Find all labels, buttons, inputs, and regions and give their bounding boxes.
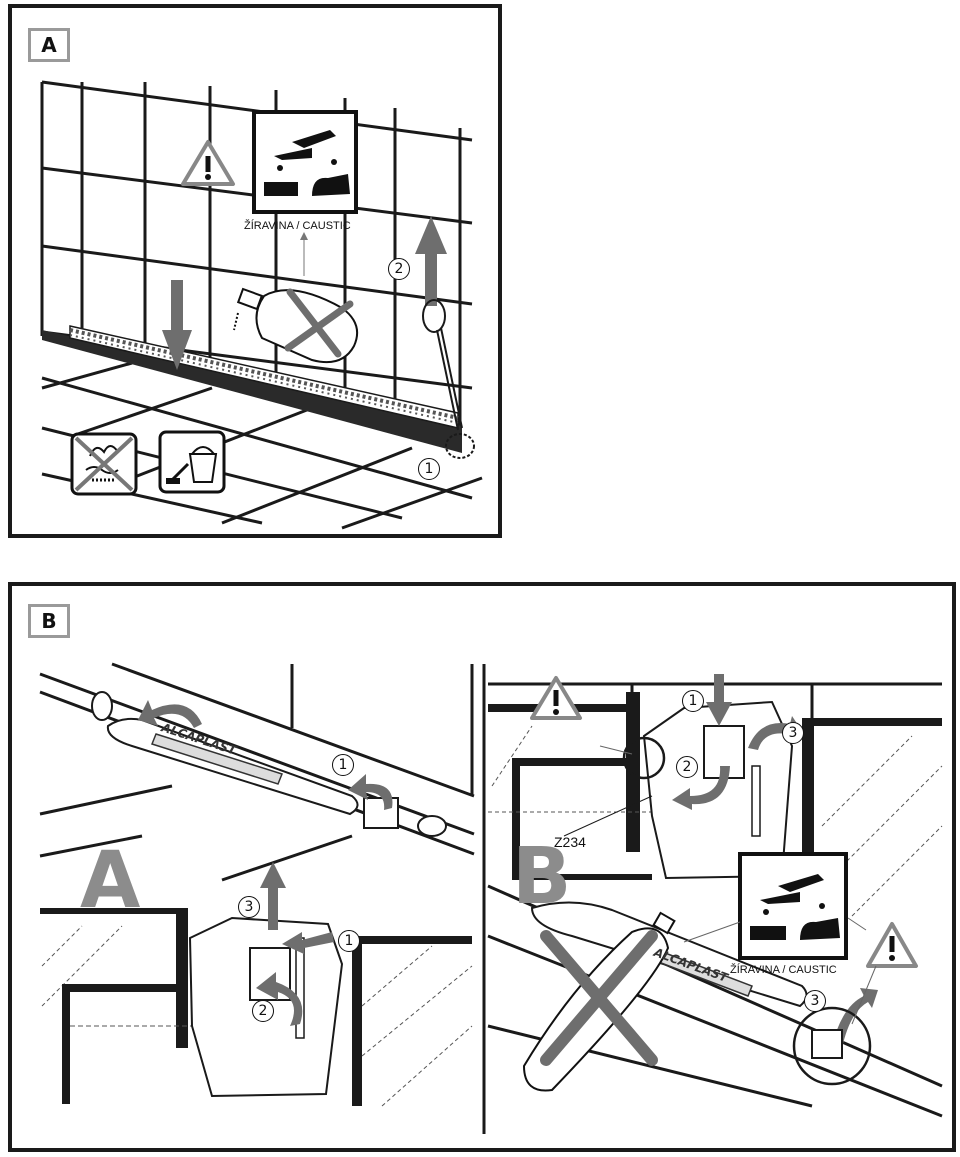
cross-icon: [284, 288, 354, 358]
step-number: 2: [388, 258, 410, 280]
up-arrow-icon: [415, 216, 447, 306]
panel-b: B: [8, 582, 956, 1152]
corrosive-hazard-icon: [738, 852, 848, 960]
sub-panel-b-letter: B: [512, 832, 572, 922]
panel-b-illustration: [39, 662, 943, 1134]
warning-triangle-icon: [866, 922, 918, 968]
sub-a-arrows: [256, 862, 334, 1026]
corrosive-hazard-icon: [252, 110, 358, 214]
curved-arrow-icon: [138, 700, 393, 810]
cross-icon: [540, 930, 658, 1066]
step-number: 2: [252, 1000, 274, 1022]
warning-triangle-icon: [181, 140, 235, 186]
drain-cover: [91, 691, 447, 837]
down-arrow-icon: [162, 280, 192, 370]
sub-panel-a-letter: A: [80, 836, 141, 926]
pull-hook-icon: [422, 299, 475, 459]
warning-triangle-icon: [530, 676, 582, 720]
panel-a-illustration: [40, 80, 483, 530]
step-number: 3: [804, 990, 826, 1012]
model-code: Z234: [554, 834, 586, 850]
bucket-mop-icon: [158, 430, 226, 494]
step-number: 1: [338, 930, 360, 952]
caustic-label: ŽÍRAVINA / CAUSTIC: [244, 220, 351, 232]
step-number: 3: [782, 722, 804, 744]
drain-cover-b: [530, 901, 872, 1086]
step-number: 1: [682, 690, 704, 712]
caustic-label: ŽÍRAVINA / CAUSTIC: [730, 964, 837, 976]
shower-drain: [42, 325, 462, 453]
step-number: 2: [676, 756, 698, 778]
no-chemicals-icon: [70, 432, 138, 496]
panel-b-badge: B: [28, 604, 70, 638]
panel-a: A: [8, 4, 502, 538]
step-number: 1: [332, 754, 354, 776]
step-number: 3: [238, 896, 260, 918]
panel-a-badge: A: [28, 28, 70, 62]
step-number: 1: [418, 458, 440, 480]
